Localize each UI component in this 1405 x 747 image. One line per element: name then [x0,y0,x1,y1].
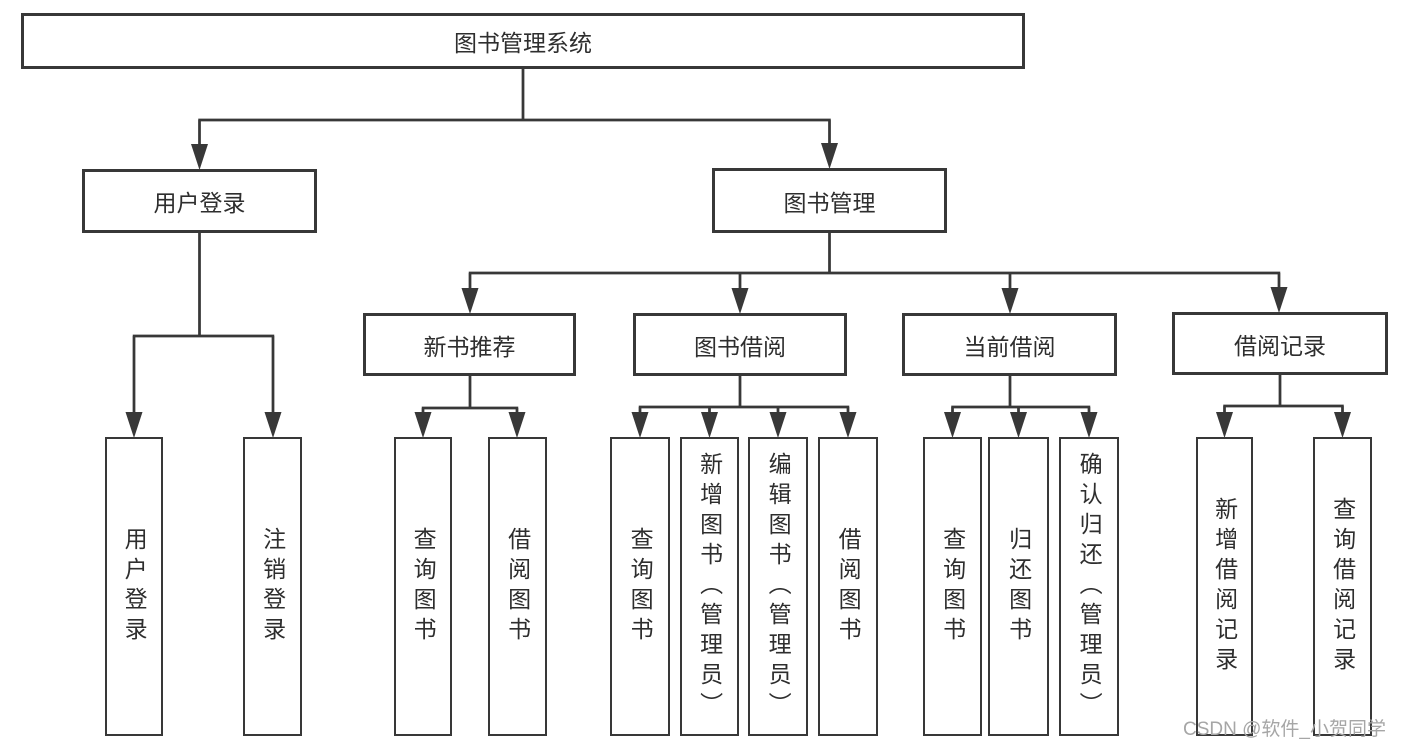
arrowheads [125,143,1351,438]
leaf-confirm-return-admin-label: 确认归还（管理员） [1076,451,1103,722]
leaf-return-book-label: 归还图书 [1005,526,1032,647]
leaf-borrow-books-borrow: 借阅图书 [818,437,878,736]
node-book-management-label: 图书管理 [783,189,876,216]
arrowhead [191,144,208,170]
leaf-query-books-recommend: 查询图书 [394,437,452,736]
leaf-query-books-borrow: 查询图书 [610,437,670,736]
leaf-user-login-label: 用户登录 [121,526,148,647]
node-current-borrow-label: 当前借阅 [963,333,1056,360]
leaf-borrow-books-borrow-label: 借阅图书 [835,526,862,647]
leaf-query-books-current: 查询图书 [923,437,982,736]
node-user-login: 用户登录 [82,169,317,233]
leaf-confirm-return-admin: 确认归还（管理员） [1059,437,1119,736]
node-book-borrow-label: 图书借阅 [694,333,786,360]
arrowhead [125,412,143,438]
arrowhead [414,412,432,438]
node-user-login-label: 用户登录 [153,190,246,216]
node-book-borrow: 图书借阅 [633,313,847,376]
arrowhead [821,143,838,169]
leaf-return-book: 归还图书 [988,437,1049,736]
arrowhead [701,412,718,438]
arrowhead [1010,412,1027,438]
leaf-add-borrow-record: 新增借阅记录 [1196,437,1253,736]
leaf-query-books-borrow-label: 查询图书 [627,526,654,647]
leaf-borrow-books-recommend-label: 借阅图书 [504,526,531,647]
node-root-label: 图书管理系统 [454,30,592,56]
node-root: 图书管理系统 [21,13,1025,69]
arrowhead [769,412,787,438]
arrowhead [1270,287,1288,313]
leaf-add-book-admin-label: 新增图书（管理员） [696,451,723,722]
node-new-book-recommend-label: 新书推荐 [423,333,516,360]
arrowhead [1334,412,1351,438]
arrowhead [1001,288,1019,314]
leaf-logout-label: 注销登录 [259,526,286,647]
leaf-edit-book-admin: 编辑图书（管理员） [748,437,808,736]
arrowhead [264,412,282,438]
leaf-add-borrow-record-label: 新增借阅记录 [1211,496,1238,677]
node-new-book-recommend: 新书推荐 [363,313,576,376]
leaf-add-book-admin: 新增图书（管理员） [680,437,739,736]
leaf-user-login: 用户登录 [105,437,163,736]
arrowhead [508,412,526,438]
arrowhead [1216,412,1233,438]
leaf-query-books-recommend-label: 查询图书 [410,526,437,647]
leaf-logout: 注销登录 [243,437,302,736]
arrowhead [1080,412,1098,438]
node-borrow-records-label: 借阅记录 [1234,332,1326,359]
arrowhead [631,412,649,438]
arrowhead [944,412,961,438]
arrowhead [839,412,857,438]
leaf-edit-book-admin-label: 编辑图书（管理员） [765,451,792,722]
leaf-query-borrow-record: 查询借阅记录 [1313,437,1372,736]
arrowhead [461,288,479,314]
arrowhead [731,288,749,314]
leaf-query-books-current-label: 查询图书 [939,526,966,647]
node-current-borrow: 当前借阅 [902,313,1117,376]
node-book-management: 图书管理 [712,168,947,233]
leaf-query-borrow-record-label: 查询借阅记录 [1329,496,1356,677]
csdn-watermark: CSDN @软件_小贺同学 [1183,719,1386,740]
leaf-borrow-books-recommend: 借阅图书 [488,437,547,736]
node-borrow-records: 借阅记录 [1172,312,1388,375]
